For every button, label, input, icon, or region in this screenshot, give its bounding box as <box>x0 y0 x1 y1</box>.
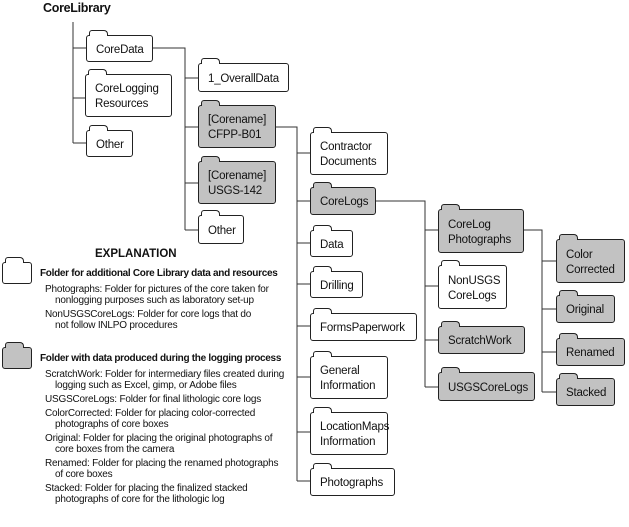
explanation-line: of core boxes <box>55 469 113 480</box>
explanation-line: nonlogging purposes such as laboratory s… <box>55 295 254 306</box>
explanation-line: Renamed: Folder for placing the renamed … <box>45 458 279 469</box>
folder-corelogs[interactable]: CoreLogs <box>310 182 376 215</box>
explanation-item: ScratchWork: Folder for intermediary fil… <box>45 369 315 391</box>
folder-contractor-documents[interactable]: Contractor Documents <box>310 127 388 175</box>
explanation-item: Stacked: Folder for placing the finalize… <box>45 483 315 505</box>
folder-other-coredata[interactable]: Other <box>198 210 244 244</box>
folder-corename-cfpp-b01[interactable]: [Corename] CFPP-B01 <box>198 100 276 148</box>
explanation-item: Renamed: Folder for placing the renamed … <box>45 458 315 480</box>
explanation-item: NonUSGSCoreLogs: Folder for core logs th… <box>45 309 315 331</box>
white-folder-label: Folder for additional Core Library data … <box>40 268 278 279</box>
explanation-item: Photographs: Folder for pictures of the … <box>45 284 315 306</box>
explanation-line: Photographs: Folder for pictures of the … <box>45 284 269 295</box>
root-title: CoreLibrary <box>43 1 111 15</box>
explanation-heading: EXPLANATION <box>95 248 177 260</box>
folder-1-overalldata[interactable]: 1_OverallData <box>198 58 289 92</box>
explanation-item: Original: Folder for placing the origina… <box>45 433 315 455</box>
folder-renamed[interactable]: Renamed <box>556 333 625 366</box>
explanation-line: USGSCoreLogs: Folder for final lithologi… <box>45 394 262 405</box>
folder-coredata[interactable]: CoreData <box>86 30 153 62</box>
explanation-line: photographs of core boxes <box>55 419 169 430</box>
gray-folder-label: Folder with data produced during the log… <box>40 353 282 364</box>
folder-corelogging-resources[interactable]: CoreLogging Resources <box>85 69 172 117</box>
folder-corelog-photographs[interactable]: CoreLog Photographs <box>438 204 524 253</box>
folder-data[interactable]: Data <box>310 225 353 257</box>
explanation-line: ScratchWork: Folder for intermediary fil… <box>45 369 285 380</box>
folder-original[interactable]: Original <box>556 290 615 323</box>
folder-corename-usgs-142[interactable]: [Corename] USGS-142 <box>198 156 276 204</box>
folder-other[interactable]: Other <box>86 125 133 157</box>
explanation-line: NonUSGSCoreLogs: Folder for core logs th… <box>45 309 252 320</box>
explanation-line: core boxes from the camera <box>55 444 175 455</box>
gray-folder-icon <box>2 342 32 369</box>
folder-stacked[interactable]: Stacked <box>556 373 615 406</box>
explanation-line: not follow INLPO procedures <box>55 320 178 331</box>
folder-locationmaps-information[interactable]: LocationMaps Information <box>310 407 389 455</box>
folder-formspaperwork[interactable]: FormsPaperwork <box>310 308 417 341</box>
explanation-item: USGSCoreLogs: Folder for final lithologi… <box>45 394 315 405</box>
explanation-line: Stacked: Folder for placing the finalize… <box>45 483 248 494</box>
explanation-item: ColorCorrected: Folder for placing color… <box>45 408 315 430</box>
explanation-line: logging such as Excel, gimp, or Adobe fi… <box>55 380 237 391</box>
folder-drilling[interactable]: Drilling <box>310 266 363 298</box>
folder-photographs[interactable]: Photographs <box>310 463 395 496</box>
folder-color-corrected[interactable]: Color Corrected <box>556 234 625 283</box>
folder-general-information[interactable]: General Information <box>310 351 388 399</box>
explanation-line: Original: Folder for placing the origina… <box>45 433 273 444</box>
explanation-line: ColorCorrected: Folder for placing color… <box>45 408 256 419</box>
white-folder-icon <box>2 257 32 284</box>
folder-scratchwork[interactable]: ScratchWork <box>438 321 525 354</box>
explanation-line: photographs of core for the lithologic l… <box>55 494 225 505</box>
folder-nonusgs-corelogs[interactable]: NonUSGS CoreLogs <box>438 260 507 309</box>
folder-usgscorelogs[interactable]: USGSCoreLogs <box>438 367 535 401</box>
